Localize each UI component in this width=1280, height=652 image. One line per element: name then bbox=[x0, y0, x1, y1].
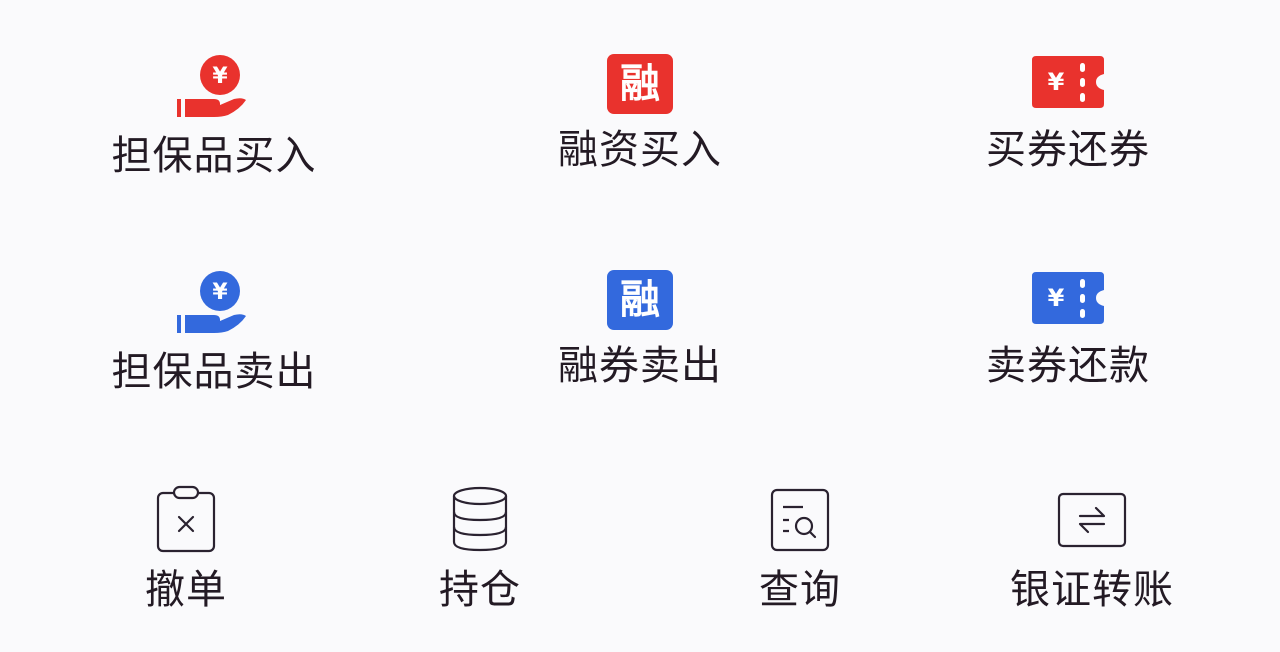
buy-to-return-securities-button[interactable]: ¥ 买券还券 bbox=[968, 54, 1168, 174]
transfer-arrows-icon bbox=[1056, 484, 1128, 556]
buy-to-return-securities-label: 买券还券 bbox=[986, 127, 1150, 173]
cancel-order-button[interactable]: 撤单 bbox=[126, 484, 246, 614]
collateral-sell-button[interactable]: ¥ 担保品卖出 bbox=[100, 264, 328, 396]
rong-badge-icon: 融 bbox=[607, 270, 673, 330]
collateral-buy-label: 担保品买入 bbox=[111, 133, 317, 179]
hand-coin-icon: ¥ bbox=[174, 48, 254, 124]
svg-text:¥: ¥ bbox=[212, 280, 228, 305]
query-button[interactable]: 查询 bbox=[740, 484, 860, 614]
cancel-order-label: 撤单 bbox=[145, 567, 227, 613]
clipboard-x-icon bbox=[154, 484, 218, 556]
short-sell-label: 融券卖出 bbox=[558, 343, 722, 389]
bank-securities-transfer-button[interactable]: 银证转账 bbox=[992, 484, 1192, 614]
short-sell-button[interactable]: 融 融券卖出 bbox=[540, 270, 740, 390]
margin-buy-label: 融资买入 bbox=[558, 127, 722, 173]
hand-coin-icon: ¥ bbox=[174, 264, 254, 340]
collateral-sell-label: 担保品卖出 bbox=[111, 349, 317, 395]
positions-button[interactable]: 持仓 bbox=[420, 484, 540, 614]
rong-badge-icon: 融 bbox=[607, 54, 673, 114]
svg-text:¥: ¥ bbox=[1048, 284, 1065, 312]
database-stack-icon bbox=[450, 484, 510, 556]
yen-ticket-icon: ¥ bbox=[1030, 54, 1106, 124]
bank-securities-transfer-label: 银证转账 bbox=[1010, 567, 1174, 613]
query-label: 查询 bbox=[759, 567, 841, 613]
sell-to-repay-button[interactable]: ¥ 卖券还款 bbox=[968, 270, 1168, 390]
svg-text:¥: ¥ bbox=[1048, 68, 1065, 96]
sell-to-repay-label: 卖券还款 bbox=[986, 343, 1150, 389]
collateral-buy-button[interactable]: ¥ 担保品买入 bbox=[100, 48, 328, 180]
yen-ticket-icon: ¥ bbox=[1030, 270, 1106, 340]
positions-label: 持仓 bbox=[439, 567, 521, 613]
svg-text:¥: ¥ bbox=[212, 64, 228, 89]
document-search-icon bbox=[769, 484, 831, 556]
margin-buy-button[interactable]: 融 融资买入 bbox=[540, 54, 740, 174]
